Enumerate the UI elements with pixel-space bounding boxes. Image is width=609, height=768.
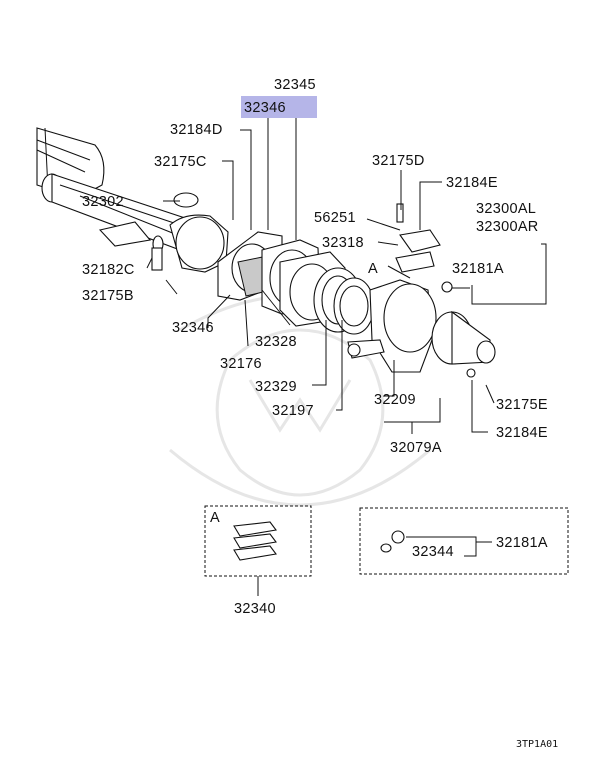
- label-32318: 32318: [322, 235, 364, 251]
- label-32184D: 32184D: [170, 122, 223, 138]
- inset-gasket-set: [204, 505, 312, 596]
- label-32175D: 32175D: [372, 153, 425, 169]
- label-32175B: 32175B: [82, 288, 134, 304]
- label-56251: 56251: [314, 210, 356, 226]
- axle-housing: [36, 127, 229, 273]
- label-32175C: 32175C: [154, 154, 207, 170]
- label-32345: 32345: [274, 77, 316, 93]
- steering-knuckle: [347, 203, 496, 378]
- label-32300AL: 32300AL: [476, 201, 536, 217]
- label-32302: 32302: [82, 194, 124, 210]
- label-32328: 32328: [255, 334, 297, 350]
- flange-gasket-stack: [217, 231, 375, 335]
- label-32209: 32209: [374, 392, 416, 408]
- label-32182C: 32182C: [82, 262, 135, 278]
- label-32175E: 32175E: [496, 397, 548, 413]
- label-32346-selected[interactable]: 32346: [244, 100, 286, 116]
- label-32346-lower: 32346: [172, 320, 214, 336]
- label-32184E-top: 32184E: [446, 175, 498, 191]
- label-32184E-bottom: 32184E: [496, 425, 548, 441]
- label-32181A-bottom: 32181A: [496, 535, 548, 551]
- label-32181A-top: 32181A: [452, 261, 504, 277]
- label-32197: 32197: [272, 403, 314, 419]
- label-ref-A-main: A: [368, 261, 378, 277]
- inset-plug-washer: [359, 507, 569, 575]
- diagram-code: 3TP1A01: [516, 739, 558, 750]
- label-inset-A: A: [210, 510, 220, 526]
- label-32329: 32329: [255, 379, 297, 395]
- selected-part-highlight: [241, 96, 317, 118]
- label-32079A: 32079A: [390, 440, 442, 456]
- part-number-labels: 32345 32346 32184D 32175C 32302 32182C 3…: [82, 77, 558, 750]
- label-32344: 32344: [412, 544, 454, 560]
- label-32340: 32340: [234, 601, 276, 617]
- leader-lines: [146, 118, 547, 434]
- label-32300AR: 32300AR: [476, 219, 539, 235]
- label-32176: 32176: [220, 356, 262, 372]
